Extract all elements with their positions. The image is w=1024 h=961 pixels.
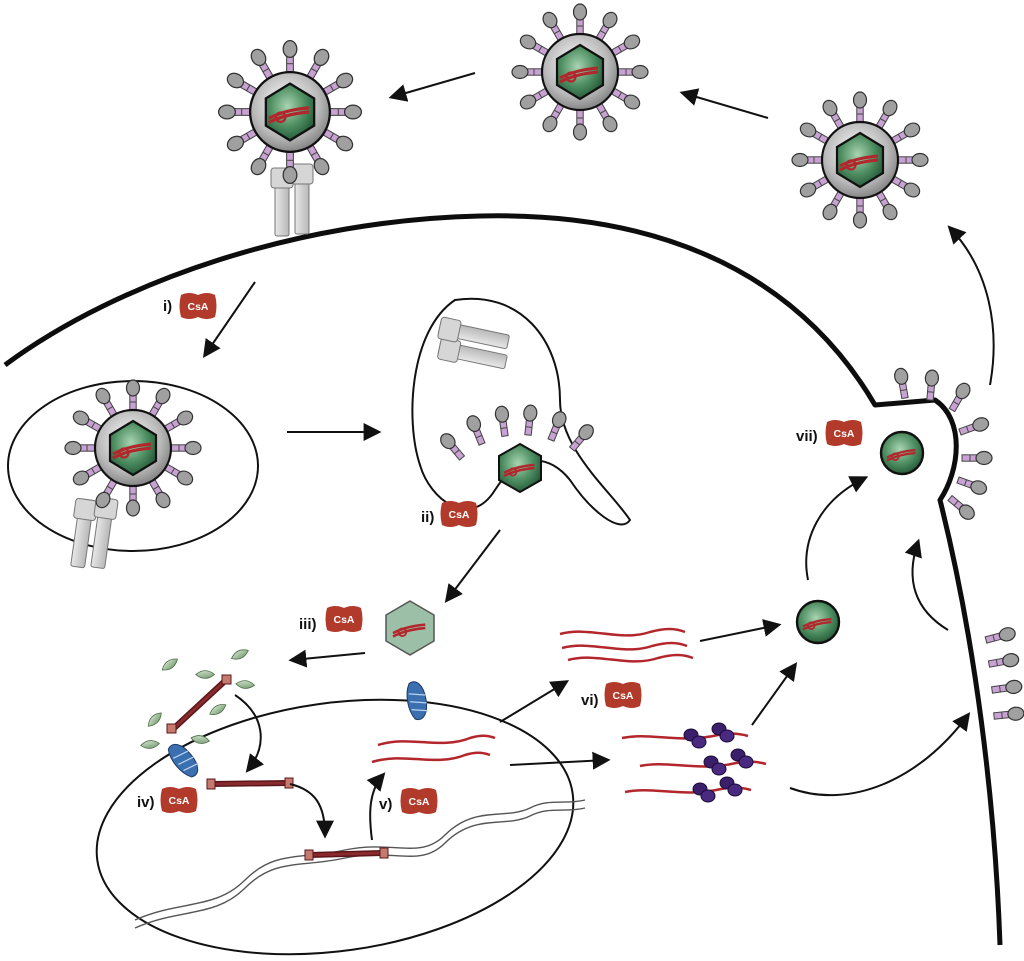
- cell-membrane: [3, 213, 1003, 946]
- ribosome-icon: [683, 728, 707, 749]
- step-ii: ii) CsA: [421, 501, 478, 527]
- nucleus: [95, 698, 575, 956]
- ribosome-icon: [692, 782, 716, 803]
- csa-badge: CsA: [325, 606, 363, 632]
- ribosome-icon: [730, 748, 754, 769]
- arrow-icon: [699, 619, 782, 642]
- capsid-icon: [498, 442, 542, 494]
- csa-label: CsA: [187, 301, 208, 313]
- csa-label: CsA: [333, 614, 354, 626]
- dna-icon: [304, 847, 389, 861]
- host-dna: [134, 799, 586, 929]
- step-i: i) CsA: [163, 293, 217, 319]
- step-iii: iii) CsA: [299, 606, 363, 633]
- arrow-icon: [234, 694, 265, 773]
- ribosome-icon: [719, 776, 743, 797]
- step-label: iii): [299, 616, 317, 633]
- csa-label: CsA: [408, 796, 429, 808]
- step-label: ii): [421, 509, 434, 526]
- arrow-icon: [388, 72, 476, 102]
- dna-icon: [166, 674, 232, 734]
- dna-icon: [206, 777, 294, 790]
- csa-label: CsA: [448, 509, 469, 521]
- csa-badge: CsA: [179, 293, 217, 319]
- arrow-icon: [366, 772, 386, 841]
- virion-released-top: [512, 4, 648, 140]
- step-vi: vi) CsA: [581, 682, 642, 709]
- step-label: v): [379, 796, 392, 813]
- virion-in-endosome: [65, 380, 201, 572]
- csa-badge: CsA: [604, 682, 642, 708]
- receptor-icon: [432, 316, 513, 374]
- rna-icon: [559, 627, 694, 663]
- arrow-icon: [789, 712, 971, 797]
- fusion-vesicle: [411, 297, 632, 526]
- arrow-icon: [947, 225, 995, 386]
- arrow-icon: [202, 281, 256, 358]
- virion-released-right: [792, 92, 928, 228]
- arrow-icon: [289, 783, 334, 839]
- nuclear-pore-icon: [167, 743, 199, 778]
- arrow-icon: [444, 529, 501, 603]
- step-v: v) CsA: [379, 788, 438, 814]
- arrow-icon: [805, 476, 869, 581]
- step-iv: iv) CsA: [137, 787, 198, 813]
- ribosome-icon: [703, 755, 727, 776]
- arrow-icon: [679, 88, 769, 119]
- membrane-envelope-proteins: [983, 625, 1024, 724]
- ribosome-icon: [711, 722, 735, 743]
- csa-badge: CsA: [160, 787, 198, 813]
- arrow-icon: [509, 751, 611, 770]
- step-label: vi): [581, 692, 599, 709]
- csa-label: CsA: [612, 690, 633, 702]
- arrow-icon: [288, 649, 366, 668]
- csa-badge: CsA: [825, 420, 863, 446]
- step-vii: vii) CsA: [796, 420, 863, 446]
- arrow-icon: [751, 662, 798, 726]
- step-label: vii): [796, 428, 818, 445]
- csa-badge: CsA: [440, 501, 478, 527]
- capsid-fragments: [140, 648, 256, 751]
- arrow-icon: [904, 538, 949, 631]
- csa-label: CsA: [833, 428, 854, 440]
- step-label: i): [163, 298, 172, 315]
- step-label: iv): [137, 794, 155, 811]
- csa-badge: CsA: [400, 788, 438, 814]
- capsid-icon: [795, 599, 841, 645]
- capsid-icon: [879, 430, 925, 476]
- virion-attached: [219, 41, 362, 237]
- rna-icon: [371, 734, 496, 764]
- polysomes: [621, 722, 767, 803]
- csa-label: CsA: [168, 795, 189, 807]
- capsid-icon: [385, 600, 435, 656]
- nuclear-pore-icon: [406, 681, 429, 721]
- arrow-icon: [499, 680, 570, 723]
